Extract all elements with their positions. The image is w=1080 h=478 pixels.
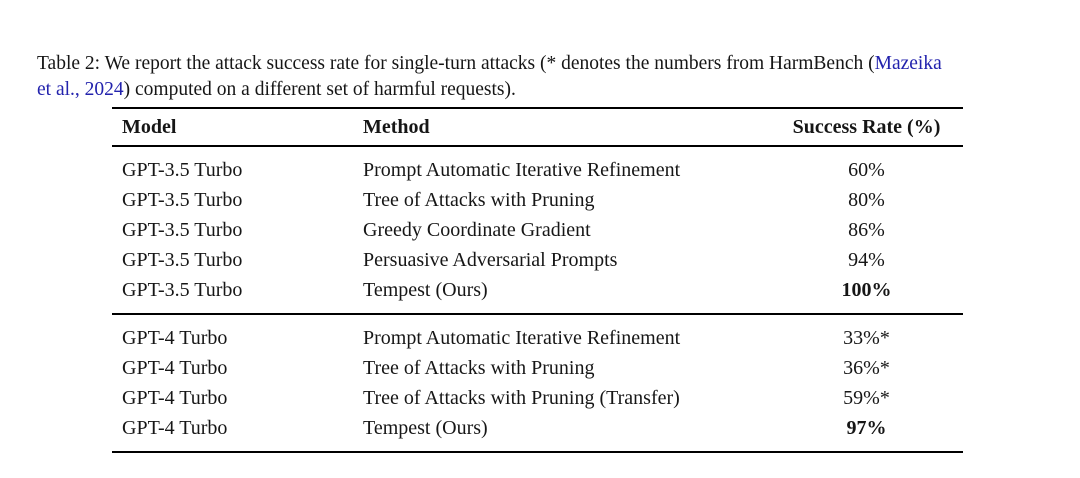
column-header-success-rate: Success Rate (%) [770, 108, 963, 147]
success-rate-cell: 59%* [843, 387, 890, 409]
method-cell: Tempest (Ours) [363, 279, 488, 301]
method-cell: Tempest (Ours) [363, 417, 488, 439]
model-cell: GPT-3.5 Turbo [122, 159, 243, 181]
caption-text: Table 2: We report the attack success ra… [37, 52, 875, 74]
model-cell: GPT-3.5 Turbo [122, 219, 243, 241]
model-cell: GPT-4 Turbo [122, 387, 228, 409]
attack-success-table: Model Method Success Rate (%) GPT-3.5 Tu… [112, 107, 963, 453]
success-rate-cell: 94% [848, 249, 885, 271]
success-rate-cell: 86% [848, 219, 885, 241]
success-rate-cell: 97% [846, 417, 887, 439]
method-cell: Greedy Coordinate Gradient [363, 219, 591, 241]
model-cell: GPT-3.5 Turbo [122, 279, 243, 301]
citation-link[interactable]: et al., 2024 [37, 78, 124, 100]
method-cell: Tree of Attacks with Pruning [363, 357, 595, 379]
success-rate-cell: 33%* [843, 327, 890, 349]
table-group-1: GPT-3.5 Turbo Prompt Automatic Iterative … [112, 146, 963, 314]
model-cell: GPT-4 Turbo [122, 327, 228, 349]
success-rate-cell: 100% [841, 279, 892, 301]
table-header: Model Method Success Rate (%) [112, 108, 963, 147]
caption-line: Table 2: We report the attack success ra… [37, 51, 1052, 77]
header-row: Model Method Success Rate (%) [112, 108, 963, 147]
method-cell: Prompt Automatic Iterative Refinement [363, 159, 681, 181]
success-rate-cell: 60% [848, 159, 885, 181]
table-group-2: GPT-4 Turbo Prompt Automatic Iterative Re… [112, 314, 963, 452]
table-row: GPT-4 Turbo Tree of Attacks with Pruning 3… [112, 353, 963, 383]
model-cell: GPT-4 Turbo [122, 417, 228, 439]
table-row: GPT-3.5 Turbo Tree of Attacks with Prunin… [112, 185, 963, 215]
success-rate-cell: 36%* [843, 357, 890, 379]
table-row: GPT-3.5 Turbo Greedy Coordinate Gradient 8… [112, 215, 963, 245]
success-rate-cell: 80% [848, 189, 885, 211]
method-cell: Tree of Attacks with Pruning [363, 189, 595, 211]
model-cell: GPT-3.5 Turbo [122, 189, 243, 211]
model-cell: GPT-4 Turbo [122, 357, 228, 379]
column-header-model: Model [112, 108, 363, 147]
results-table: Model Method Success Rate (%) GPT-3.5 Tu… [112, 107, 963, 453]
table-row: GPT-3.5 Turbo Persuasive Adversarial Prom… [112, 245, 963, 275]
method-cell: Prompt Automatic Iterative Refinement [363, 327, 681, 349]
caption-text: ) computed on a different set of harmful… [123, 78, 516, 100]
table-row: GPT-4 Turbo Tree of Attacks with Pruning … [112, 383, 963, 413]
table-row: GPT-3.5 Turbo Prompt Automatic Iterative … [112, 146, 963, 185]
column-header-method: Method [363, 108, 770, 147]
method-cell: Persuasive Adversarial Prompts [363, 249, 618, 271]
table-caption: Table 2: We report the attack success ra… [37, 51, 1052, 103]
model-cell: GPT-3.5 Turbo [122, 249, 243, 271]
caption-line: et al., 2024) computed on a different se… [37, 77, 1052, 103]
table-row: GPT-4 Turbo Tempest (Ours) 97% [112, 413, 963, 452]
table-row: GPT-4 Turbo Prompt Automatic Iterative Re… [112, 314, 963, 353]
method-cell: Tree of Attacks with Pruning (Transfer) [363, 387, 680, 409]
table-row: GPT-3.5 Turbo Tempest (Ours) 100% [112, 275, 963, 314]
citation-link[interactable]: Mazeika [874, 52, 942, 74]
